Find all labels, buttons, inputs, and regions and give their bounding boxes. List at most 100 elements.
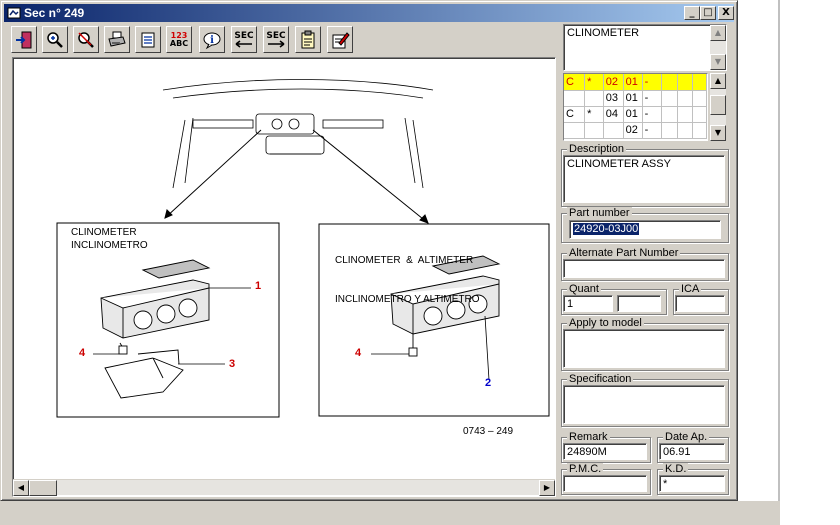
leader-arrows <box>164 129 429 224</box>
minimize-button[interactable]: _ <box>684 6 700 20</box>
grid-cell[interactable] <box>692 122 707 139</box>
left-panel-title-line1: CLINOMETER <box>71 227 137 238</box>
close-button[interactable]: X <box>718 6 734 20</box>
grid-scroll-down[interactable]: ▼ <box>710 125 726 141</box>
grid-cell[interactable] <box>677 74 694 91</box>
window-title: Sec n° 249 <box>24 6 85 20</box>
part-title-scrollbar[interactable]: ▲ ▼ <box>710 25 726 70</box>
clipboard-button[interactable] <box>295 26 321 53</box>
scroll-right-button[interactable]: ▶ <box>539 480 555 496</box>
grid-cell[interactable]: 02 <box>623 122 643 139</box>
exit-button[interactable] <box>11 26 37 53</box>
zoom-out-button[interactable] <box>73 26 99 53</box>
grid-cell[interactable] <box>692 74 707 91</box>
grid-cell[interactable]: 04 <box>603 106 624 123</box>
section-next-button[interactable]: SEC <box>263 26 289 53</box>
grid-cell[interactable]: 01 <box>623 90 643 107</box>
grid-cell[interactable]: - <box>642 74 663 91</box>
grid-row[interactable]: 02- <box>564 122 707 139</box>
grid-cell[interactable]: * <box>584 74 604 91</box>
part-title-scroll-down[interactable]: ▼ <box>710 54 726 70</box>
parts-catalog-window: Sec n° 249 _ □ X <box>0 0 738 501</box>
description-group <box>561 149 729 207</box>
grid-cell[interactable] <box>584 90 604 107</box>
callout-4-left[interactable]: 4 <box>79 347 86 359</box>
desktop-bottom-strip <box>0 501 780 525</box>
callout-2[interactable]: 2 <box>485 377 492 389</box>
notepad-button[interactable] <box>327 26 353 53</box>
grid-cell[interactable] <box>584 122 604 139</box>
grid-cell[interactable]: 01 <box>623 106 643 123</box>
part-title-scroll-up[interactable]: ▲ <box>710 25 726 41</box>
specification-label: Specification <box>567 373 634 385</box>
grid-cell[interactable] <box>661 106 678 123</box>
grid-cell[interactable] <box>692 90 707 107</box>
tool-123-label: 123 <box>170 30 188 40</box>
clipboard-icon <box>301 30 315 48</box>
grid-cell[interactable] <box>661 90 678 107</box>
pmc-field[interactable] <box>563 475 647 492</box>
part-title-box[interactable]: CLINOMETER ▲ ▼ <box>563 24 727 71</box>
callout-3[interactable]: 3 <box>229 358 236 370</box>
apply-to-model-field[interactable] <box>563 329 725 368</box>
kd-field[interactable]: * <box>659 475 725 492</box>
quant-field-1[interactable]: 1 <box>563 295 613 312</box>
grid-cell[interactable]: - <box>642 90 663 107</box>
clinometer-altimeter-assembly <box>390 255 501 357</box>
grid-cell[interactable] <box>677 122 694 139</box>
scroll-thumb[interactable] <box>29 480 57 496</box>
title-bar[interactable]: Sec n° 249 _ □ X <box>4 4 734 22</box>
info-button[interactable]: i <box>199 26 225 53</box>
grid-cell[interactable]: C <box>564 106 586 123</box>
left-panel-title-line2: INCLINOMETRO <box>71 240 148 251</box>
grid-cell[interactable] <box>661 122 678 139</box>
grid-cell[interactable] <box>677 106 694 123</box>
clinometer-panel-box <box>56 222 280 418</box>
maximize-button[interactable]: □ <box>700 6 716 20</box>
remark-field[interactable]: 24890M <box>563 443 647 460</box>
grid-vertical-scrollbar[interactable]: ▲ ▼ <box>710 73 726 141</box>
grid-cell[interactable]: 03 <box>603 90 624 107</box>
grid-cell[interactable]: 02 <box>603 74 624 91</box>
parts-drawing-view[interactable]: CLINOMETER INCLINOMETRO CLINOMETER & ALT… <box>12 57 556 497</box>
grid-cell[interactable]: C <box>564 74 586 91</box>
grid-cell[interactable] <box>564 90 586 107</box>
quant-field-2[interactable] <box>617 295 661 312</box>
zoom-in-button[interactable] <box>42 26 68 53</box>
callout-4-right[interactable]: 4 <box>355 347 362 359</box>
clinometer-altimeter-panel-box <box>318 223 550 417</box>
grid-cell[interactable]: 01 <box>623 74 643 91</box>
list-button[interactable] <box>135 26 161 53</box>
date-ap-field[interactable]: 06.91 <box>659 443 725 460</box>
grid-cell[interactable] <box>692 106 707 123</box>
part-number-field[interactable]: 24920-03J00 <box>569 220 721 239</box>
part-number-label: Part number <box>567 207 632 219</box>
grid-scroll-thumb[interactable] <box>710 95 726 115</box>
description-field[interactable]: CLINOMETER ASSY <box>563 155 725 203</box>
grid-cell[interactable]: - <box>642 106 663 123</box>
grid-cell[interactable] <box>564 122 586 139</box>
callout-1[interactable]: 1 <box>255 280 262 292</box>
grid-cell[interactable] <box>603 122 624 139</box>
exit-door-icon <box>16 31 32 48</box>
ica-field[interactable] <box>675 295 725 312</box>
pmc-label: P.M.C. <box>567 463 604 475</box>
apply-to-model-label: Apply to model <box>567 317 644 329</box>
grid-cell[interactable]: - <box>642 122 663 139</box>
drawing-horizontal-scrollbar[interactable]: ◀ ▶ <box>13 479 555 496</box>
grid-cell[interactable] <box>677 90 694 107</box>
grid-scroll-up[interactable]: ▲ <box>710 73 726 89</box>
section-previous-button[interactable]: SEC <box>231 26 257 53</box>
scroll-left-button[interactable]: ◀ <box>13 480 29 496</box>
text-search-button[interactable]: 123 ABC <box>166 26 192 53</box>
grid-cell[interactable]: * <box>584 106 604 123</box>
grid-cell[interactable] <box>661 74 678 91</box>
print-button[interactable] <box>104 26 130 53</box>
alternate-part-number-field[interactable] <box>563 259 725 278</box>
specification-field[interactable] <box>563 385 725 424</box>
svg-text:i: i <box>210 35 214 46</box>
